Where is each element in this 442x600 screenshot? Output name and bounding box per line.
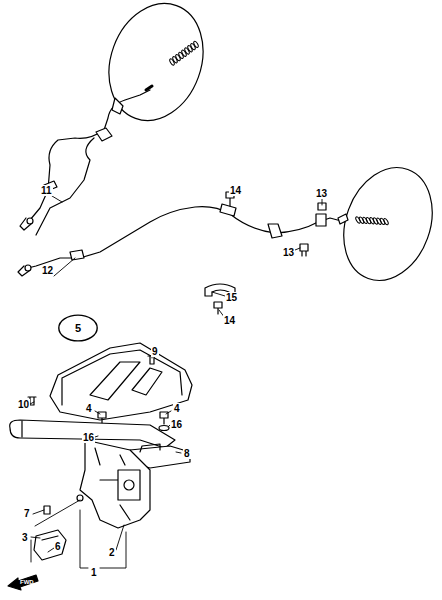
callout-number: 8 xyxy=(183,448,191,459)
callout-number: 13 xyxy=(282,247,295,258)
callout-number: 15 xyxy=(225,292,238,303)
callout-oval: 5 xyxy=(58,314,98,342)
callout-number: 1 xyxy=(90,567,98,578)
callout-number: 5 xyxy=(75,322,81,334)
callout-number: 13 xyxy=(315,188,328,199)
callout-number: 7 xyxy=(23,508,31,519)
direction-text: FWD xyxy=(19,579,35,586)
callout-number: 14 xyxy=(229,185,242,196)
callout-number: 16 xyxy=(82,432,95,443)
callout-number: 14 xyxy=(223,315,236,326)
callout-number: 9 xyxy=(151,346,159,357)
callout-number: 12 xyxy=(41,265,54,276)
callout-number: 6 xyxy=(54,541,62,552)
callout-number: 10 xyxy=(17,399,30,410)
callout-number: 16 xyxy=(170,419,183,430)
callout-number: 2 xyxy=(108,547,116,558)
callout-number: 4 xyxy=(173,403,181,414)
callout-number: 3 xyxy=(21,532,29,543)
callout-number: 11 xyxy=(40,185,53,196)
callout-number: 4 xyxy=(85,403,93,414)
